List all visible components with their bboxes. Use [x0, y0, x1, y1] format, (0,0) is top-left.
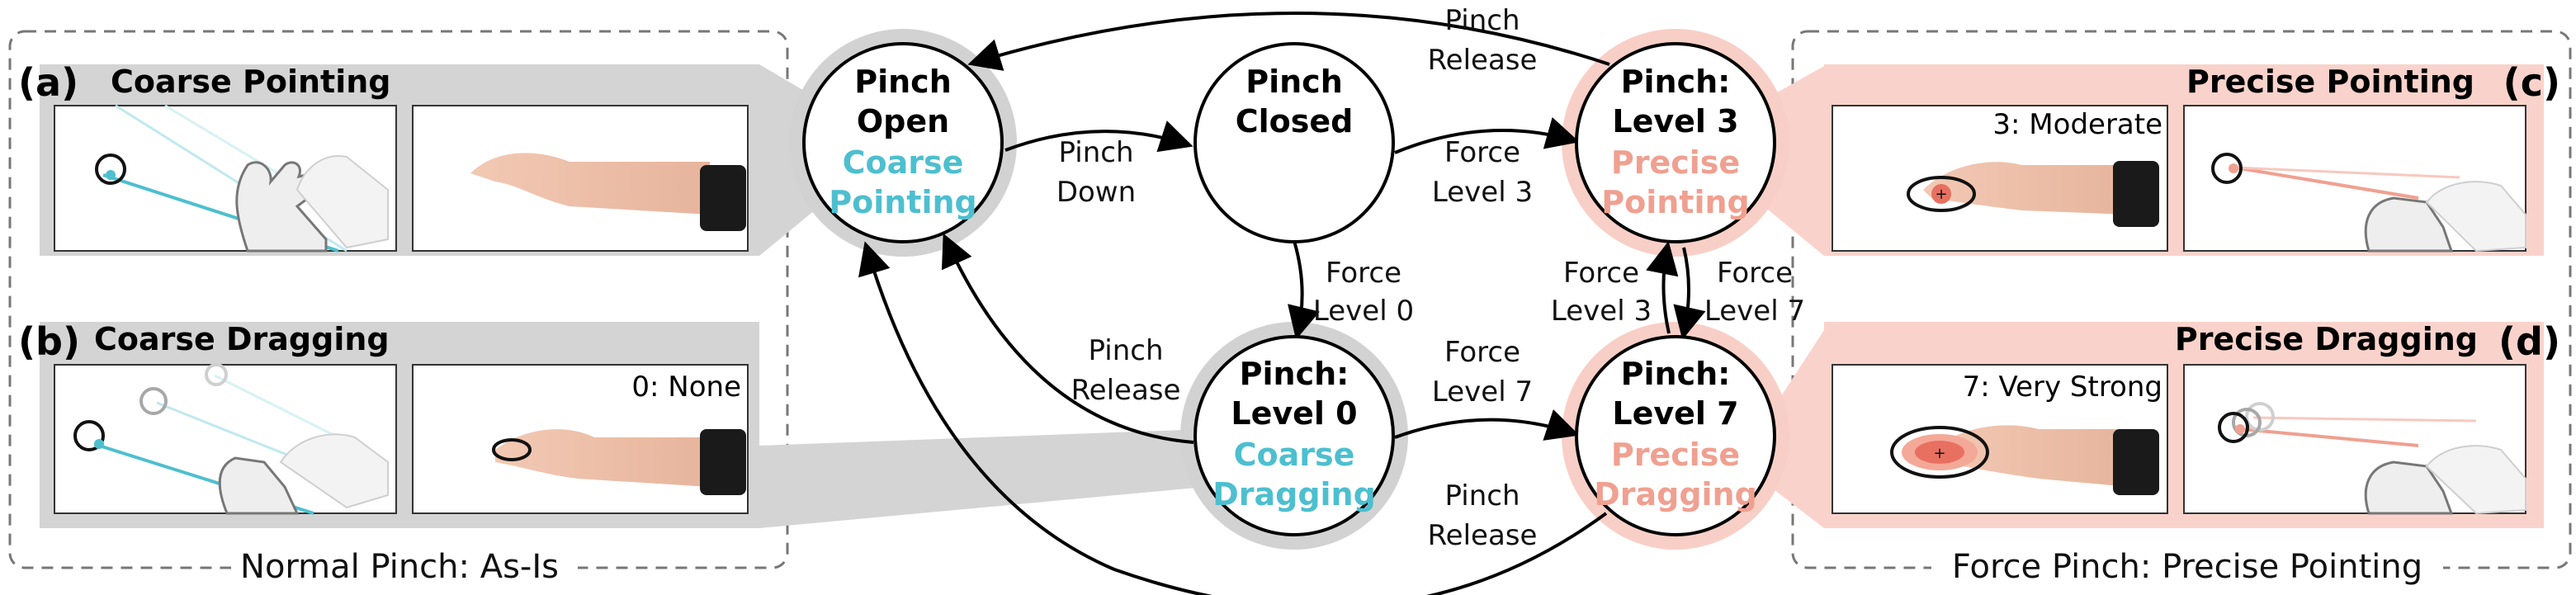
panel-d: Precise Dragging (d) + 7: Very Strong	[1824, 319, 2560, 528]
hand-icon	[2364, 196, 2454, 253]
label-force-level7-1: Force	[1444, 336, 1520, 369]
panel-c-letter: (c)	[2503, 60, 2560, 105]
label-l7-to-l3-1: Force	[1563, 257, 1639, 290]
state-pinch-open-line1: Pinch	[854, 64, 952, 100]
state-level0-line2: Level 0	[1231, 395, 1357, 432]
label-pinch-release-top-1: Pinch	[1445, 4, 1520, 37]
band-d	[1770, 330, 1824, 528]
wristband-icon	[700, 429, 746, 495]
state-level0-line1: Pinch:	[1240, 356, 1349, 392]
label-force-level3-1: Force	[1444, 136, 1520, 169]
state-level3-mode2: Pointing	[1601, 184, 1749, 220]
arrow-force-level3-up	[1394, 117, 1580, 154]
panel-b-photo-content	[492, 429, 746, 495]
hand-icon	[2364, 460, 2454, 515]
band-b	[759, 429, 1205, 528]
label-pinch-release-mid-1: Pinch	[1089, 334, 1164, 367]
transition-arrows	[858, 12, 1706, 595]
label-force-level7-2: Level 7	[1432, 375, 1533, 408]
force-ellipse-icon	[492, 438, 532, 461]
arrow-l3-to-l7	[1673, 247, 1706, 340]
left-group-label: Normal Pinch: As-Is	[240, 548, 559, 586]
label-pinch-release-bottom-2: Release	[1428, 519, 1538, 552]
label-l7-to-l3-2: Level 3	[1551, 295, 1652, 328]
state-level3-mode1: Precise	[1611, 144, 1740, 181]
panel-b-letter: (b)	[18, 319, 80, 364]
arrow-pinch-down	[1004, 120, 1193, 153]
wristband-icon	[2113, 161, 2159, 227]
label-force-level0-1: Force	[1326, 257, 1401, 290]
cursor-ring-icon	[73, 420, 105, 451]
force-ellipse-icon	[1907, 176, 1976, 212]
cursor-ring-icon	[2218, 412, 2249, 443]
label-pinch-down-1: Pinch	[1059, 136, 1134, 169]
state-pinch-open: Pinch Open Coarse Pointing	[802, 42, 1004, 243]
force-ellipse-icon	[1890, 426, 1989, 479]
panel-a-photo-content	[470, 153, 746, 231]
arrow-force-level7	[1394, 408, 1580, 441]
panel-a: (a) Coarse Pointing	[18, 60, 759, 256]
wristband-icon	[700, 165, 746, 231]
state-pinch-open-mode2: Pointing	[829, 184, 976, 220]
panel-d-letter: (d)	[2498, 319, 2560, 364]
panel-a-title: Coarse Pointing	[111, 64, 390, 100]
state-pinch-closed-line1: Pinch	[1245, 64, 1343, 100]
panel-c-title: Precise Pointing	[2186, 64, 2474, 100]
label-pinch-down-2: Down	[1056, 176, 1136, 209]
state-level7: Pinch: Level 7 Precise Dragging	[1575, 335, 1776, 536]
label-pinch-release-mid-2: Release	[1071, 374, 1181, 407]
state-level3-line2: Level 3	[1612, 103, 1738, 139]
arrow-pinch-release-bottom	[858, 241, 1608, 595]
panel-a-letter: (a)	[18, 60, 78, 105]
panel-c-vr-content	[2211, 153, 2526, 253]
state-pinch-closed: Pinch Closed	[1193, 42, 1395, 243]
state-pinch-closed-line2: Closed	[1236, 103, 1354, 139]
cursor-ring-icon	[95, 153, 126, 185]
panel-d-force-caption: 7: Very Strong	[1963, 371, 2162, 404]
state-pinch-open-mode1: Coarse	[843, 144, 964, 181]
label-pinch-release-top-2: Release	[1428, 44, 1538, 77]
panel-b-force-caption: 0: None	[631, 371, 741, 404]
wristband-icon	[2113, 429, 2159, 495]
right-group-label: Force Pinch: Precise Pointing	[1952, 548, 2422, 586]
panel-a-vr-content	[95, 104, 389, 253]
panel-c-photo-content: +	[1907, 161, 2159, 227]
state-level0: Pinch: Level 0 Coarse Dragging	[1193, 335, 1395, 536]
panel-b: (b) Coarse Dragging 0: None	[18, 319, 759, 528]
state-level7-line1: Pinch:	[1621, 356, 1731, 392]
panel-d-vr-content	[2218, 402, 2526, 515]
label-force-level0-2: Level 0	[1313, 295, 1414, 328]
arrow-l7-to-l3	[1646, 241, 1679, 334]
state-level7-line2: Level 7	[1612, 395, 1738, 432]
label-l3-to-l7-2: Level 7	[1704, 295, 1805, 328]
arrow-force-level0	[1288, 240, 1320, 340]
label-l3-to-l7-1: Force	[1717, 257, 1793, 290]
state-level0-mode2: Dragging	[1212, 476, 1376, 512]
state-level0-mode1: Coarse	[1234, 437, 1355, 473]
arrow-pinch-release-mid	[941, 233, 1194, 444]
panel-b-vr-content	[73, 363, 389, 515]
arrow-pinch-release-top	[967, 12, 1610, 71]
svg-text:+: +	[1933, 445, 1945, 462]
state-pinch-open-line2: Open	[857, 103, 949, 139]
panel-d-title: Precise Dragging	[2175, 321, 2478, 357]
state-level3: Pinch: Level 3 Precise Pointing	[1575, 42, 1776, 243]
panel-d-photo-content: +	[1890, 425, 2159, 495]
label-pinch-release-bottom-1: Pinch	[1445, 479, 1520, 512]
panel-b-title: Coarse Dragging	[94, 321, 390, 357]
state-level7-mode1: Precise	[1611, 437, 1740, 473]
cursor-ring-icon	[2211, 153, 2243, 184]
state-level7-mode2: Dragging	[1594, 476, 1757, 512]
hand-icon	[218, 456, 300, 515]
svg-text:+: +	[1935, 186, 1947, 203]
panel-c-force-caption: 3: Moderate	[1992, 108, 2162, 141]
label-force-level3-2: Level 3	[1432, 176, 1533, 209]
state-level3-line1: Pinch:	[1621, 64, 1731, 100]
panel-c: Precise Pointing (c) + 3: Moderate	[1824, 60, 2560, 256]
